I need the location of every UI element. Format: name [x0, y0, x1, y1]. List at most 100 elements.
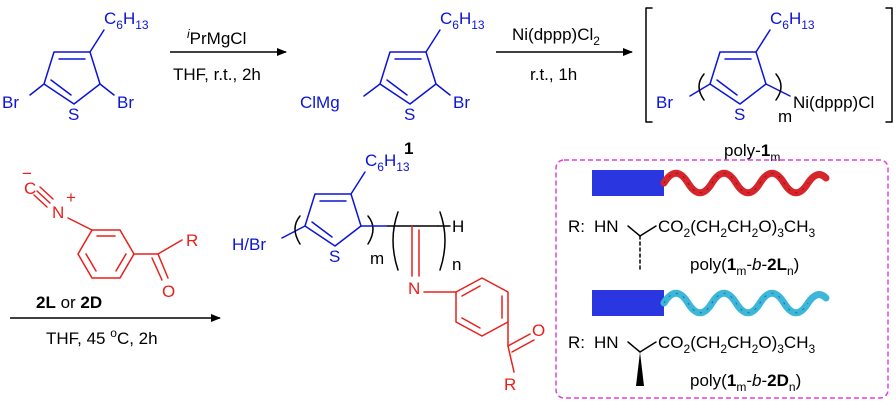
repeat-index-n: n — [452, 255, 461, 274]
c-o-double-bond — [151, 257, 163, 281]
hn-label: HN — [594, 217, 619, 236]
compound-1-label: 1 — [404, 139, 413, 158]
dashed-border — [555, 159, 889, 399]
c-o-double-bond — [507, 333, 531, 347]
br-bond — [29, 83, 45, 96]
block-copolymer-structure: C6H13 H/Br S m H N n O R — [232, 151, 545, 394]
polythiophene-block-bar — [592, 290, 664, 316]
hexyl-label: C6H13 — [365, 151, 410, 174]
br-label: Br — [2, 93, 19, 112]
r-label: R: — [568, 333, 585, 352]
reaction-arrow-3: 2L or 2D THF, 45 oC, 2h — [10, 293, 221, 348]
aromatic-bond — [85, 253, 97, 272]
triple-bond — [39, 186, 54, 200]
ni-bond — [765, 83, 791, 97]
compound-1-structure: C6H13 ClMg Br S 1 — [300, 9, 485, 158]
grignard-reagent: iPrMgCl — [187, 27, 246, 48]
oxygen-label: O — [532, 321, 545, 340]
br-label: Br — [453, 93, 470, 112]
triple-bond — [33, 194, 48, 208]
sulfur-label: S — [329, 247, 340, 266]
wedged-methyl-bond — [636, 352, 644, 386]
sulfur-label: S — [734, 105, 745, 124]
benzene-ring — [77, 229, 135, 279]
isocyanide-nitrogen: N — [52, 203, 64, 222]
end-group-bond — [281, 225, 306, 239]
hexyl-label: C6H13 — [104, 9, 149, 32]
h-end-label: H — [452, 217, 464, 236]
backbone-bond — [627, 341, 657, 353]
helix-shading — [663, 292, 809, 314]
r-group-label: R — [504, 375, 516, 394]
hn-label: HN — [594, 333, 619, 352]
conditions-1: THF, r.t., 2h — [173, 65, 261, 84]
conditions-2: r.t., 1h — [530, 65, 577, 84]
aromatic-bond — [461, 285, 481, 297]
right-bracket — [885, 7, 893, 123]
repeat-paren-left — [294, 215, 301, 245]
monomer-choice: 2L or 2D — [36, 293, 102, 312]
br-label: Br — [117, 93, 134, 112]
reaction-arrow-2: Ni(dppp)Cl2 r.t., 1h — [496, 25, 633, 84]
br-bond — [99, 83, 115, 96]
repeat-index-m: m — [370, 249, 384, 268]
aromatic-bond — [115, 253, 127, 272]
triple-bond — [36, 190, 51, 204]
hexyl-label: C6H13 — [770, 9, 815, 32]
helix-legend-box: R: HN CO2(CH2CH2O)3CH3 poly(1m-b-2Ln) R:… — [555, 159, 889, 399]
thiophene-ring — [304, 193, 362, 247]
r-label: R: — [568, 217, 585, 236]
double-bond — [386, 79, 408, 96]
hexyl-bond — [350, 171, 366, 195]
poly-l-label: poly(1m-b-2Ln) — [690, 255, 799, 278]
nickel-catalyst: Ni(dppp)Cl2 — [512, 25, 600, 48]
hexyl-bond — [425, 29, 441, 53]
hexyl-label: C6H13 — [440, 9, 485, 32]
imine-nitrogen: N — [408, 279, 420, 298]
conditions-3: THF, 45 oC, 2h — [46, 326, 158, 348]
hexyl-bond — [755, 29, 771, 53]
reaction-arrow-1: iPrMgCl THF, r.t., 2h — [170, 27, 287, 84]
clmg-label: ClMg — [300, 93, 340, 112]
thiophene-ring — [43, 51, 101, 105]
c-o-double-bond — [511, 339, 535, 353]
br-label: Br — [656, 93, 673, 112]
r-bond — [157, 239, 183, 255]
backbone-bond — [627, 225, 657, 237]
ester-formula: CO2(CH2CH2O)3CH3 — [658, 217, 815, 240]
thiophene-ring — [709, 51, 767, 105]
dibromothiophene-structure: C6H13 Br Br S — [2, 9, 149, 124]
thiophene-ring — [379, 51, 437, 105]
ester-formula: CO2(CH2CH2O)3CH3 — [658, 333, 815, 356]
double-bond — [716, 79, 738, 96]
negative-charge: − — [22, 164, 32, 183]
c-o-double-bond — [157, 253, 169, 279]
helix-shading — [663, 172, 809, 194]
left-bracket — [645, 7, 653, 123]
r-bond — [507, 345, 515, 373]
polythiophene-block-bar — [592, 170, 664, 196]
mg-bond — [363, 83, 381, 97]
aromatic-bond — [461, 317, 481, 329]
oxygen-label: O — [162, 282, 175, 301]
benzene-ring — [455, 277, 509, 337]
poly-1m-label: poly-1m — [724, 141, 780, 164]
double-bond — [50, 79, 72, 96]
double-bond — [311, 221, 333, 238]
repeat-paren-right — [367, 215, 374, 245]
repeat-paren-left — [392, 211, 399, 271]
repeat-paren-left — [698, 73, 705, 101]
hexyl-bond — [89, 29, 105, 53]
end-group-label: H/Br — [232, 235, 266, 254]
poly-1m-structure: C6H13 Br S m Ni(dppp)Cl poly-1m — [645, 7, 893, 164]
sulfur-label: S — [404, 105, 415, 124]
repeat-index-m: m — [778, 107, 792, 126]
nickel-end-group: Ni(dppp)Cl — [793, 93, 874, 112]
n-aryl-bond — [67, 217, 93, 231]
positive-charge: + — [66, 188, 76, 207]
r-group-label: R — [186, 231, 198, 250]
repeat-paren-right — [775, 73, 782, 101]
poly-d-label: poly(1m-b-2Dn) — [690, 371, 801, 394]
sulfur-label: S — [68, 105, 79, 124]
